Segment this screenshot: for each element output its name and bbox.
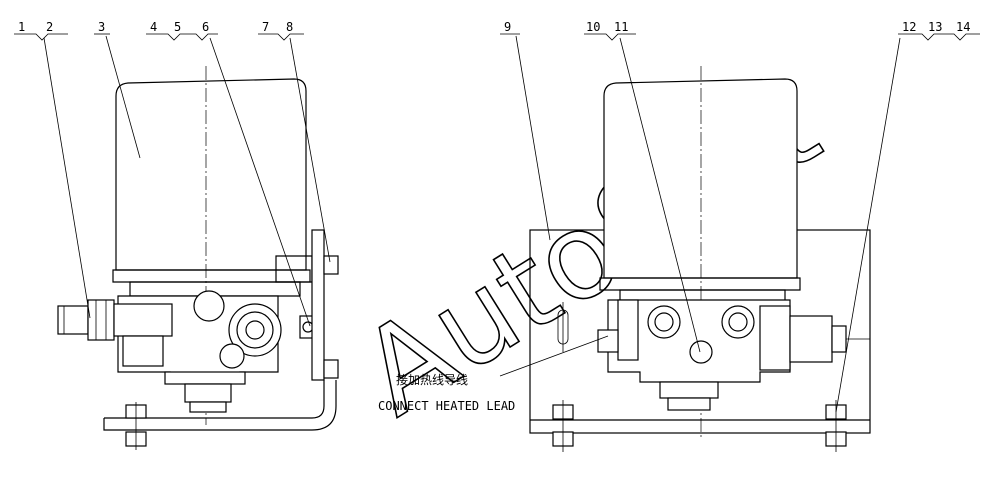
- outlet-port-mid: [236, 311, 274, 349]
- port-right-outer: [721, 305, 755, 339]
- lower-housing: [164, 371, 246, 385]
- annotation-chinese: 接加热线导线: [396, 372, 468, 387]
- callout-1: 1: [18, 20, 25, 34]
- governor: [122, 335, 164, 367]
- bracket-upright: [311, 229, 325, 381]
- callout-leaders: [14, 33, 980, 413]
- heated-lead-annotation: 接加热线导线 CONNECT HEATED LEAD: [378, 372, 515, 413]
- center-port: [689, 340, 713, 364]
- callout-3: 3: [98, 20, 105, 34]
- heater-plug: [597, 329, 619, 353]
- connector-block: [617, 299, 639, 361]
- callout-6: 6: [202, 20, 209, 34]
- left-view: [57, 66, 339, 450]
- right-view: [529, 66, 871, 452]
- regulator-body: [789, 315, 833, 363]
- callout-11: 11: [614, 20, 628, 34]
- heated-lead-leader: [499, 335, 609, 377]
- callout-10: 10: [586, 20, 600, 34]
- regulator-cap: [831, 325, 847, 353]
- bolt-head-upper: [323, 255, 339, 275]
- lower-housing-right: [659, 381, 719, 399]
- mounting-plate-edge: [104, 380, 325, 419]
- purge-outlet: [189, 401, 227, 413]
- purge-right: [667, 397, 711, 411]
- dryer-canister-right: [603, 78, 798, 279]
- purge-valve: [184, 383, 232, 403]
- callout-8: 8: [286, 20, 293, 34]
- upper-port: [193, 290, 225, 322]
- annotation-english: CONNECT HEATED LEAD: [378, 399, 515, 413]
- inlet-fitting: [57, 305, 89, 335]
- port-left-outer: [647, 305, 681, 339]
- inlet-nut: [87, 299, 115, 341]
- port-left-inner: [654, 312, 674, 332]
- canister-flange: [112, 269, 311, 283]
- mounting-plate: [103, 380, 337, 431]
- callout-9: 9: [504, 20, 511, 34]
- callout-2: 2: [46, 20, 53, 34]
- callout-4: 4: [150, 20, 157, 34]
- callout-12: 12: [902, 20, 916, 34]
- dryer-canister: [115, 78, 307, 271]
- callout-5: 5: [174, 20, 181, 34]
- lower-port: [219, 343, 245, 369]
- callout-13: 13: [928, 20, 942, 34]
- outlet-port-inner: [245, 320, 265, 340]
- bolt-head-lower: [323, 359, 339, 379]
- inlet-port: [113, 303, 173, 337]
- callout-numbers: 1 2 3 4 5 6 7 8 9 10 11 12 13 14: [18, 20, 970, 34]
- governor-right: [759, 305, 791, 371]
- flange-right: [599, 277, 801, 291]
- callout-14: 14: [956, 20, 970, 34]
- callout-7: 7: [262, 20, 269, 34]
- port-right-inner: [728, 312, 748, 332]
